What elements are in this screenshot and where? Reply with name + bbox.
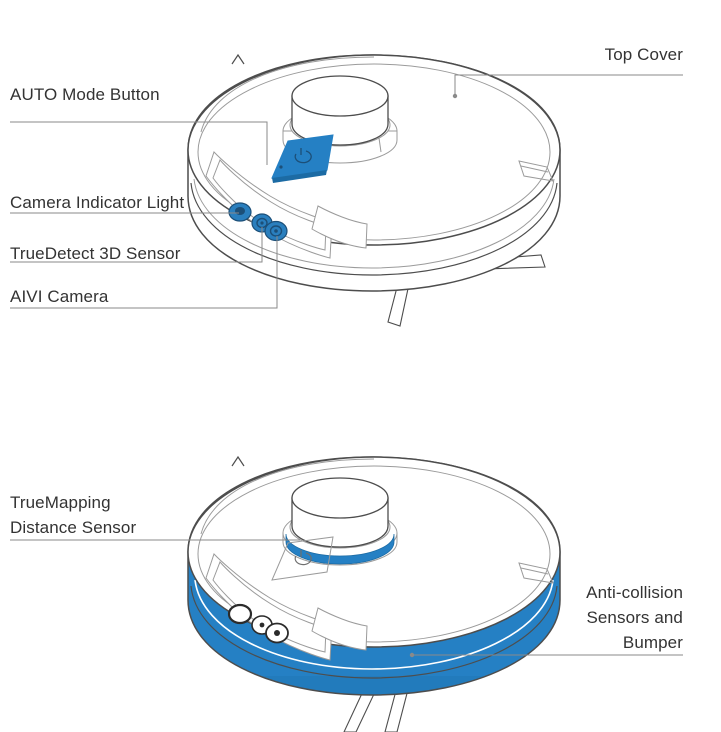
lower-sensor-cluster [227, 603, 289, 644]
upper-sensor-cluster [228, 202, 288, 242]
auto-mode-button-highlight [271, 134, 334, 183]
upper-lidar-turret [282, 75, 398, 164]
auto-button-dot [279, 165, 283, 169]
upper-chassis-lip-inner [193, 178, 555, 269]
upper-rear-hinge [518, 160, 554, 182]
lower-top-cover-seam [200, 458, 375, 535]
leader-aivi-camera [10, 236, 278, 309]
truemapping-distance-sensor-highlight [285, 533, 395, 565]
callout-label-truedetect-3d-sensor: TrueDetect 3D Sensor [10, 244, 181, 263]
bumper-lower-shade [188, 676, 560, 695]
callout-label-camera-indicator-light: Camera Indicator Light [10, 193, 185, 212]
leader-dot-anti-collision [409, 652, 415, 658]
lower-top-cover-inner-ring [197, 465, 551, 643]
upper-top-cover-notch [231, 53, 245, 65]
leader-lines-lower [10, 539, 683, 658]
camera-indicator-light-part [228, 202, 252, 222]
upper-top-cover-inner-ring [197, 63, 551, 241]
leader-truedetect-3d-sensor [10, 227, 263, 263]
turret-top-lower [291, 477, 389, 519]
leader-lines-upper [10, 74, 683, 309]
lower-chassis-lip [190, 585, 558, 679]
lower-lidar-turret [282, 477, 398, 566]
callout-label-anti-collision-sensors-and-bumper: Anti-collision Sensors and Bumper [586, 583, 683, 652]
turret-base-wall-lower [282, 533, 398, 566]
leader-top-cover [454, 74, 683, 95]
leader-dot-top-cover [452, 93, 458, 99]
lower-rear-hinge [518, 562, 554, 584]
callout-label-aivi-camera: AIVI Camera [10, 287, 109, 306]
lower-chassis-lip-inner [194, 579, 554, 670]
aivi-camera-part [264, 220, 288, 242]
turret-gap-upper [378, 137, 382, 153]
callout-label-top-cover: Top Cover [604, 45, 683, 64]
power-icon [294, 148, 312, 164]
leader-auto-mode-button [10, 121, 268, 165]
power-icon-lower [294, 550, 312, 566]
upper-top-cover-seam [200, 56, 375, 133]
lower-auto-mode-button [271, 536, 334, 581]
lower-top-cover-notch [231, 455, 245, 467]
turret-top-upper [291, 75, 389, 117]
callout-label-auto-mode-button: AUTO Mode Button [10, 85, 160, 104]
upper-robot-illustration [187, 53, 561, 327]
upper-chassis-lip [190, 182, 558, 276]
callout-label-truemapping-distance-sensor: TrueMapping Distance Sensor [10, 493, 137, 537]
lower-robot-illustration [187, 455, 561, 732]
